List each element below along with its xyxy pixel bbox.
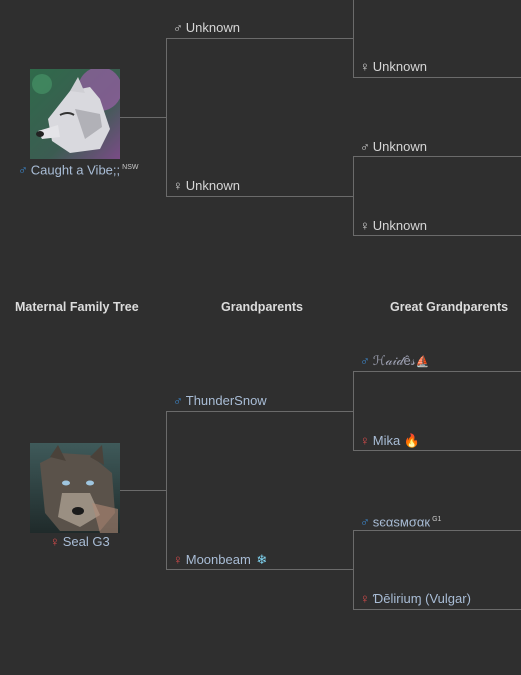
paternal-great-grandparent-4[interactable]: ♀Unknown xyxy=(360,218,427,233)
sire-portrait[interactable] xyxy=(30,69,120,159)
male-symbol-icon: ♂ xyxy=(360,514,370,530)
snowflake-icon: ❄ xyxy=(256,552,268,567)
paternal-grandparent-dam[interactable]: ♀Unknown xyxy=(173,178,240,193)
sailboat-icon: ⛵ xyxy=(415,356,430,368)
maternal-grandparent-sire[interactable]: ♂ThunderSnow xyxy=(173,393,267,408)
sire-badge: NSW xyxy=(122,164,139,171)
great-grandparents-heading: Great Grandparents xyxy=(390,300,509,314)
male-symbol-icon: ♂ xyxy=(18,162,28,178)
gen-badge: G1 xyxy=(432,516,442,523)
maternal-great-grandparent-2[interactable]: ♀Mika 🔥 xyxy=(360,433,421,448)
female-symbol-icon: ♀ xyxy=(173,178,183,193)
male-symbol-icon: ♂ xyxy=(173,393,183,408)
female-symbol-icon: ♀ xyxy=(173,552,183,567)
male-symbol-icon: ♂ xyxy=(360,139,370,154)
maternal-great-grandparent-4[interactable]: ♀Ɗēliriuɱ (Vulgar) xyxy=(360,591,471,606)
female-symbol-icon: ♀ xyxy=(360,433,370,448)
female-symbol-icon: ♀ xyxy=(360,591,370,606)
female-symbol-icon: ♀ xyxy=(360,218,370,233)
grandparents-heading: Grandparents xyxy=(221,300,303,314)
dam-name[interactable]: ♀Seal G3 xyxy=(50,534,110,549)
dam-portrait[interactable] xyxy=(30,443,120,533)
sire-name[interactable]: ♂Caught a Vibe;;NSW xyxy=(18,162,139,178)
male-symbol-icon: ♂ xyxy=(360,353,370,368)
maternal-grandparent-dam[interactable]: ♀Moonbeam ❄ xyxy=(173,552,268,567)
female-symbol-icon: ♀ xyxy=(50,534,60,549)
paternal-great-grandparent-2[interactable]: ♀Unknown xyxy=(360,59,427,74)
paternal-great-grandparent-3[interactable]: ♂Unknown xyxy=(360,139,427,154)
female-symbol-icon: ♀ xyxy=(360,59,370,74)
male-symbol-icon: ♂ xyxy=(173,20,183,35)
fire-icon: 🔥 xyxy=(403,433,421,448)
paternal-grandparent-sire[interactable]: ♂Unknown xyxy=(173,20,240,35)
maternal-great-grandparent-1[interactable]: ♂ℋ𝒶𝒾𝒹ê𝓈⛵ xyxy=(360,353,430,368)
maternal-tree-heading: Maternal Family Tree xyxy=(15,300,139,314)
